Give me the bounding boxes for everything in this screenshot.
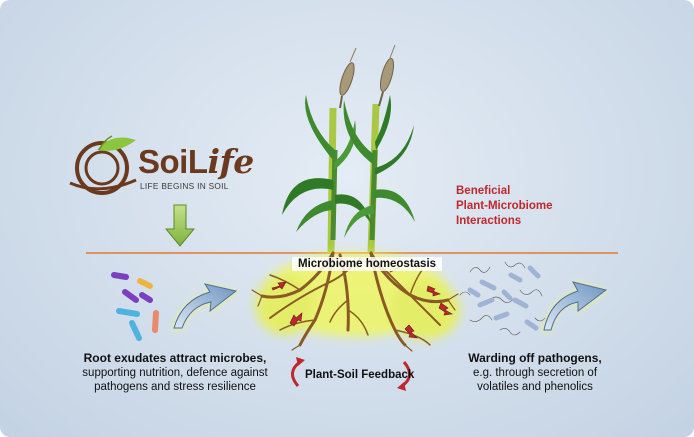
curved-arrow-icon	[172, 283, 238, 330]
microbiome-homeostasis-label: Microbiome homeostasis	[292, 257, 443, 271]
root-exudates-caption: Root exudates attract microbes, supporti…	[60, 351, 290, 394]
beneficial-interactions-label: Beneficial Plant-Microbiome Interactions	[456, 184, 552, 229]
warding-off-line-2: volatiles and phenolics	[477, 381, 593, 393]
soillife-logo	[69, 135, 137, 195]
beneficial-line-1: Beneficial	[456, 185, 511, 197]
root-arrows	[271, 281, 453, 339]
logo-word-start: SoiL	[138, 143, 208, 180]
cycle-arrows-icon	[291, 357, 411, 391]
root-exudates-line-2: pathogens and stress resilience	[94, 381, 256, 393]
root-exudates-title: Root exudates attract microbes,	[83, 351, 267, 365]
down-arrow-icon	[164, 204, 196, 247]
wheat-plant-icon	[282, 44, 415, 254]
pathogen-icon	[459, 261, 546, 336]
warding-off-line-1: e.g. through secretion of	[472, 367, 598, 379]
beneficial-line-3: Interactions	[456, 215, 522, 227]
logo-tagline: LIFE BEGINS IN SOIL	[140, 181, 229, 191]
root-exudates-line-1: supporting nutrition, defence against	[82, 367, 268, 379]
warding-off-caption: Warding off pathogens, e.g. through secr…	[440, 351, 630, 394]
plant-soil-feedback-label: Plant-Soil Feedback	[305, 369, 415, 381]
logo-word-end: ife	[207, 142, 255, 181]
warding-off-title: Warding off pathogens,	[468, 351, 602, 365]
beneficial-line-2: Plant-Microbiome	[456, 200, 553, 212]
bacteria-icon	[111, 272, 159, 341]
curved-arrow-icon-right	[542, 280, 608, 332]
logo-wordmark: SoiLife	[138, 145, 254, 178]
